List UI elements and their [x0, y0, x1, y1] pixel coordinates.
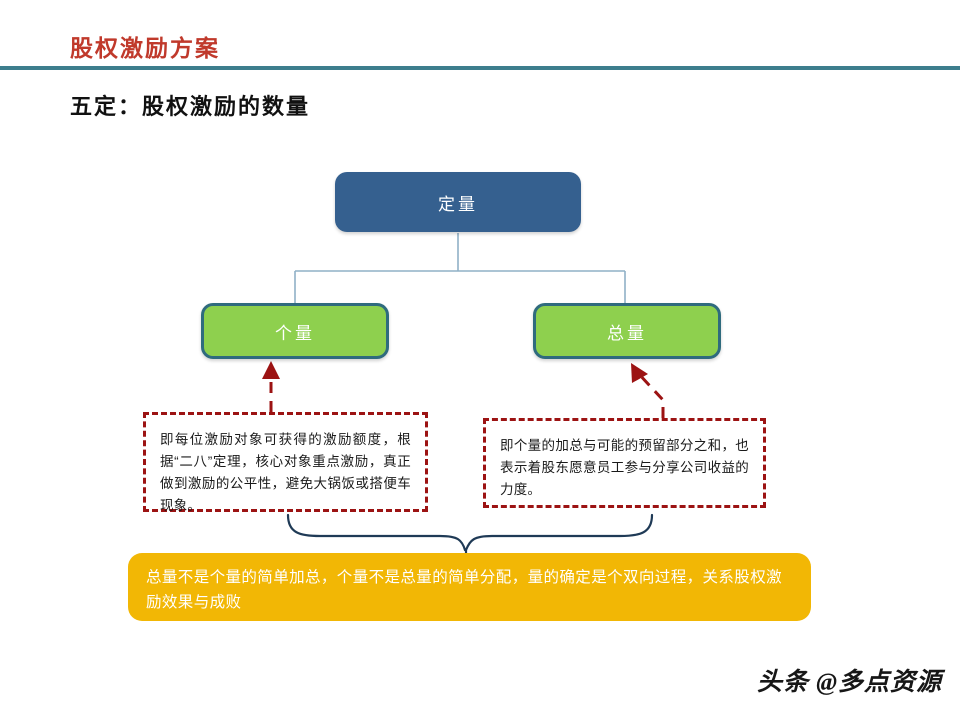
node-branch-zongliang-label: 总量	[607, 323, 647, 343]
summary-banner: 总量不是个量的简单加总，个量不是总量的简单分配，量的确定是个双向过程，关系股权激…	[128, 553, 811, 621]
node-root-label: 定量	[438, 194, 478, 214]
node-branch-geliang[interactable]: 个量	[201, 303, 389, 359]
page-title: 股权激励方案	[70, 36, 220, 61]
right-arrow-head-icon	[631, 363, 648, 383]
left-arrow-head-icon	[262, 361, 280, 379]
watermark: 头条 @多点资源	[756, 669, 942, 696]
curly-brace-icon	[286, 513, 654, 555]
right-callout-arrow-icon	[635, 370, 665, 418]
node-root-dingliang[interactable]: 定量	[335, 172, 581, 232]
callout-geliang: 即每位激励对象可获得的激励额度，根据“二八”定理，核心对象重点激励，真正做到激励…	[143, 412, 428, 513]
header-divider	[0, 66, 960, 70]
node-branch-zongliang[interactable]: 总量	[533, 303, 721, 359]
callout-zongliang: 即个量的加总与可能的预留部分之和，也表示着股东愿意员工参与分享公司收益的力度。	[483, 418, 766, 508]
node-branch-geliang-label: 个量	[275, 323, 315, 343]
section-subtitle: 五定：股权激励的数量	[70, 94, 311, 119]
tree-connector-icon	[294, 233, 626, 303]
